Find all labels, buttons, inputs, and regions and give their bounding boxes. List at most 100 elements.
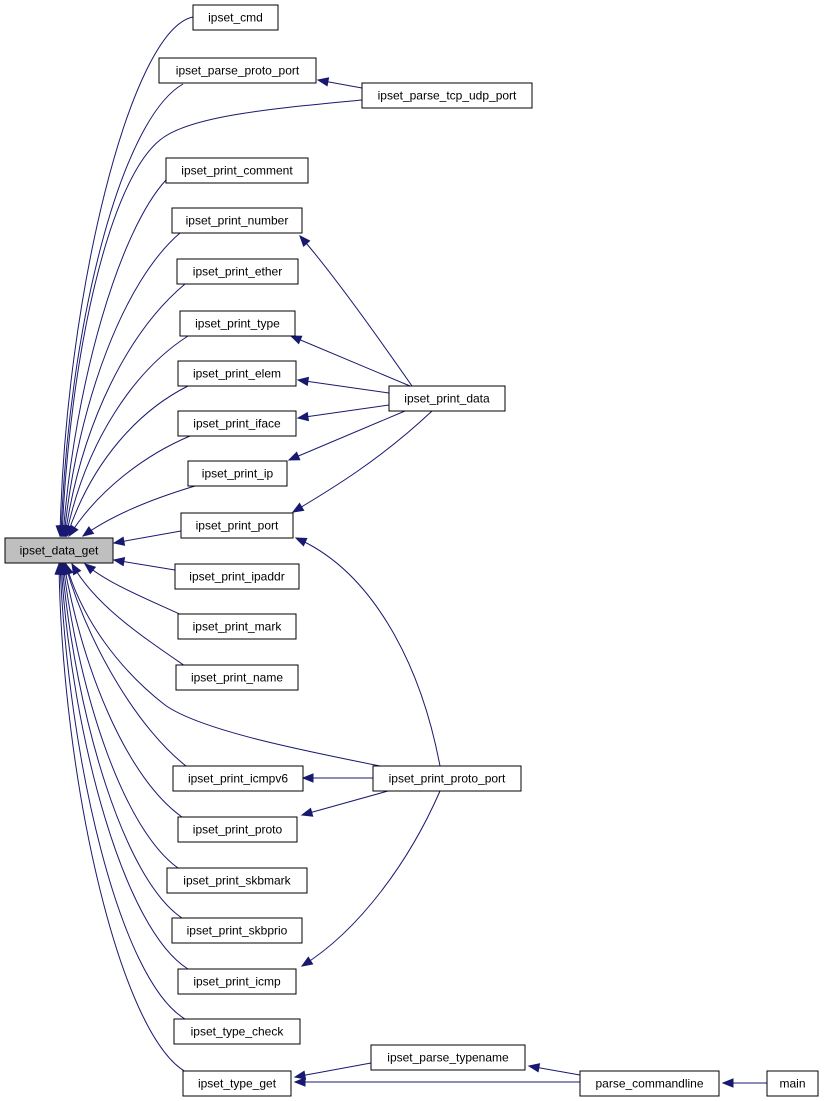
edge-ipset_print_data-to-ipset_print_type-arrowhead <box>289 335 303 345</box>
edge-line <box>288 410 406 461</box>
node-ipset_print_skbprio[interactable]: ipset_print_skbprio <box>171 917 303 944</box>
node-label: ipset_data_get <box>20 544 99 558</box>
node-ipset_print_number[interactable]: ipset_print_number <box>171 207 303 234</box>
edge-line <box>301 790 441 967</box>
node-label: ipset_print_type <box>195 317 280 331</box>
edge-ipset_print_proto_port-to-ipset_print_proto <box>300 790 389 817</box>
node-label: ipset_parse_proto_port <box>176 64 300 78</box>
edge-line <box>297 379 390 394</box>
edge-parse_commandline-to-ipset_type_get-arrowhead <box>293 1077 306 1087</box>
node-box <box>173 1018 301 1045</box>
node-ipset_parse_proto_port[interactable]: ipset_parse_proto_port <box>158 57 317 84</box>
node-box <box>766 1070 819 1097</box>
node-box <box>361 82 533 109</box>
node-label: ipset_print_proto_port <box>389 772 506 786</box>
edge-ipset_print_ipaddr-to-ipset_data_get-arrowhead <box>112 557 126 567</box>
node-label: main <box>779 1077 805 1091</box>
node-box <box>177 360 297 387</box>
edge-ipset_parse_tcp_udp_port-to-ipset_parse_proto_port <box>316 77 363 89</box>
edge-line <box>64 283 186 537</box>
edge-ipset_print_data-to-ipset_print_iface-arrowhead <box>296 411 310 422</box>
node-ipset_print_ipaddr[interactable]: ipset_print_ipaddr <box>174 563 300 590</box>
node-ipset_print_ether[interactable]: ipset_print_ether <box>176 258 299 285</box>
node-box <box>177 613 297 640</box>
node-ipset_cmd[interactable]: ipset_cmd <box>192 4 279 31</box>
node-ipset_print_proto[interactable]: ipset_print_proto <box>177 816 298 843</box>
node-box <box>174 563 300 590</box>
node-ipset_data_get[interactable]: ipset_data_get <box>4 537 114 564</box>
edge-line <box>295 537 441 767</box>
node-ipset_print_comment[interactable]: ipset_print_comment <box>165 157 309 184</box>
edge-ipset_print_ip-to-ipset_data_get <box>81 485 196 537</box>
edge-line <box>62 179 167 537</box>
edge-ipset_print_data-to-ipset_print_elem-arrowhead <box>296 376 310 387</box>
node-ipset_print_port[interactable]: ipset_print_port <box>180 512 294 539</box>
node-box <box>370 1044 526 1071</box>
node-box <box>182 1070 292 1097</box>
node-label: ipset_parse_tcp_udp_port <box>378 89 517 103</box>
edge-ipset_parse_typename-to-ipset_type_get <box>293 1062 372 1080</box>
node-ipset_print_iface[interactable]: ipset_print_iface <box>177 410 297 437</box>
edge-line <box>292 410 433 513</box>
node-box <box>388 385 506 412</box>
edge-ipset_print_name-to-ipset_data_get-arrowhead <box>71 562 82 576</box>
edge-ipset_type_get-to-ipset_data_get <box>54 562 187 1073</box>
edge-line <box>113 530 182 544</box>
edges-layer <box>54 16 767 1088</box>
node-ipset_print_proto_port[interactable]: ipset_print_proto_port <box>372 765 522 792</box>
node-label: parse_commandline <box>595 1077 703 1091</box>
edge-ipset_print_proto_port-to-ipset_print_icmpv6-arrowhead <box>301 773 314 783</box>
edge-ipset_print_proto_port-to-ipset_print_icmpv6 <box>301 773 373 783</box>
edge-ipset_print_data-to-ipset_print_ip-arrowhead <box>287 451 301 461</box>
edge-line <box>59 563 186 1020</box>
node-label: ipset_parse_typename <box>387 1051 509 1065</box>
edge-ipset_print_proto_port-to-ipset_print_icmp-arrowhead <box>300 956 314 967</box>
edge-ipset_parse_typename-to-ipset_type_get-arrowhead <box>293 1070 307 1080</box>
edge-line <box>62 563 179 869</box>
edge-ipset_print_iface-to-ipset_data_get <box>68 435 191 538</box>
node-ipset_print_data[interactable]: ipset_print_data <box>388 385 506 412</box>
node-ipset_print_elem[interactable]: ipset_print_elem <box>177 360 297 387</box>
node-ipset_parse_typename[interactable]: ipset_parse_typename <box>370 1044 526 1071</box>
edge-line <box>68 435 191 537</box>
node-label: ipset_print_elem <box>193 367 281 381</box>
node-parse_commandline[interactable]: parse_commandline <box>579 1070 720 1097</box>
node-box <box>176 258 299 285</box>
edge-ipset_print_data-to-ipset_print_type <box>289 335 411 387</box>
node-box <box>165 157 309 184</box>
node-ipset_type_get[interactable]: ipset_type_get <box>182 1070 292 1097</box>
node-ipset_print_icmpv6[interactable]: ipset_print_icmpv6 <box>172 765 304 792</box>
edge-line <box>59 16 194 537</box>
edge-main-to-parse_commandline <box>721 1078 767 1088</box>
node-box <box>372 765 522 792</box>
edge-ipset_print_proto_port-to-ipset_print_icmp <box>300 790 441 967</box>
edge-line <box>301 790 389 816</box>
node-ipset_print_ip[interactable]: ipset_print_ip <box>187 460 288 487</box>
node-label: ipset_print_icmpv6 <box>188 772 288 786</box>
edge-parse_commandline-to-ipset_type_get <box>293 1077 580 1087</box>
nodes-layer: ipset_data_get ipset_cmd ipset_parse_proto… <box>4 4 819 1097</box>
node-label: ipset_print_number <box>186 214 289 228</box>
edge-line <box>299 235 413 387</box>
edge-ipset_print_proto_port-to-ipset_print_port <box>294 537 441 767</box>
node-label: ipset_print_ip <box>202 467 274 481</box>
node-label: ipset_print_skbprio <box>187 924 288 938</box>
node-ipset_print_skbmark[interactable]: ipset_print_skbmark <box>166 867 308 894</box>
node-ipset_print_name[interactable]: ipset_print_name <box>175 664 299 691</box>
node-label: ipset_print_proto <box>193 823 283 837</box>
node-box <box>192 4 279 31</box>
node-label: ipset_print_port <box>196 519 279 533</box>
node-ipset_parse_tcp_udp_port[interactable]: ipset_parse_tcp_udp_port <box>361 82 533 109</box>
node-ipset_print_mark[interactable]: ipset_print_mark <box>177 613 297 640</box>
node-label: ipset_type_check <box>191 1025 285 1039</box>
node-ipset_print_type[interactable]: ipset_print_type <box>179 310 296 337</box>
edge-ipset_cmd-to-ipset_data_get <box>55 16 194 538</box>
node-ipset_print_icmp[interactable]: ipset_print_icmp <box>177 968 297 995</box>
edge-ipset_print_ipaddr-to-ipset_data_get <box>112 557 176 571</box>
edge-parse_commandline-to-ipset_parse_typename <box>527 1063 581 1076</box>
edge-line <box>66 385 189 537</box>
node-ipset_type_check[interactable]: ipset_type_check <box>173 1018 301 1045</box>
node-main[interactable]: main <box>766 1070 819 1097</box>
node-box <box>177 410 297 437</box>
node-box <box>179 310 296 337</box>
